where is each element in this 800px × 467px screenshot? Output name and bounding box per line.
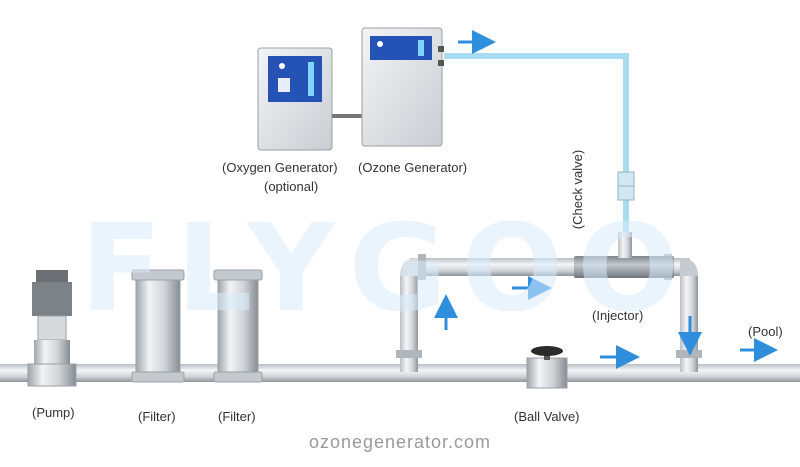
filter-2-label: (Filter) — [218, 409, 256, 424]
pump — [27, 270, 77, 387]
check-valve-label: (Check valve) — [570, 149, 586, 230]
ozone-generator-label: (Ozone Generator) — [358, 160, 468, 175]
check-valve — [617, 171, 635, 201]
injector — [574, 232, 674, 278]
flow-arrows — [434, 30, 778, 369]
watermark: FLYGOO — [80, 200, 694, 339]
pool-label: (Pool) — [748, 324, 783, 339]
filter-1-label: (Filter) — [138, 409, 176, 424]
main-water-pipe — [0, 364, 800, 382]
ball-valve[interactable] — [526, 346, 568, 389]
oxygen-generator-label: (Oxygen Generator) — [222, 160, 338, 175]
ball-valve-label: (Ball Valve) — [514, 409, 580, 424]
filter-1 — [131, 269, 185, 383]
ozone-generator — [361, 27, 444, 147]
filter-2 — [213, 269, 263, 383]
pump-label: (Pump) — [32, 405, 75, 420]
footer-url: ozonegenerator.com — [308, 432, 492, 452]
injector-label: (Injector) — [592, 308, 644, 323]
oxygen-generator — [257, 47, 333, 151]
optional-label: (optional) — [264, 179, 319, 194]
